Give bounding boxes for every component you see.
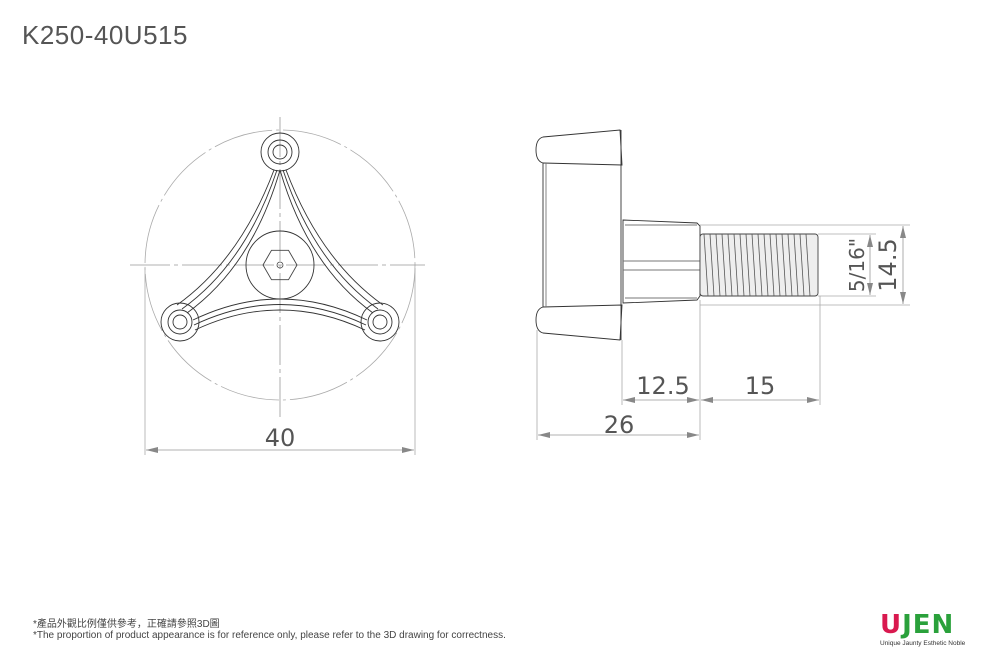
front-view: 40 <box>130 117 425 455</box>
logo-letters-jen: JEN <box>902 610 955 640</box>
note-chinese: *產品外觀比例僅供參考，正確請參照3D圖 <box>33 619 220 630</box>
part-number-title: K250-40U515 <box>22 20 188 50</box>
side-view: 12.5 15 26 5/16" 14.5 <box>535 129 910 440</box>
hub-circle <box>245 230 315 300</box>
hex-socket <box>262 249 298 281</box>
logo-tagline: Unique Jaunty Esthetic Noble <box>880 640 966 647</box>
dim-total-length: 26 <box>604 411 635 439</box>
logo-letter-u: U <box>880 610 903 640</box>
shank <box>622 219 701 304</box>
logo-wordmark: UJEN <box>880 612 990 638</box>
note-english: *The proportion of product appearance is… <box>33 630 506 641</box>
knob-lobes <box>160 132 400 342</box>
dim-thread-size: 5/16" <box>845 238 869 292</box>
thread <box>699 233 819 297</box>
knob-head <box>535 129 623 341</box>
dim-thread-length: 15 <box>745 372 776 400</box>
dim-shank-length: 12.5 <box>636 372 689 400</box>
dim-shank-diameter: 14.5 <box>874 238 902 291</box>
brand-logo: UJEN Unique Jaunty Esthetic Noble <box>880 612 990 647</box>
dim-diameter: 40 <box>265 424 296 452</box>
